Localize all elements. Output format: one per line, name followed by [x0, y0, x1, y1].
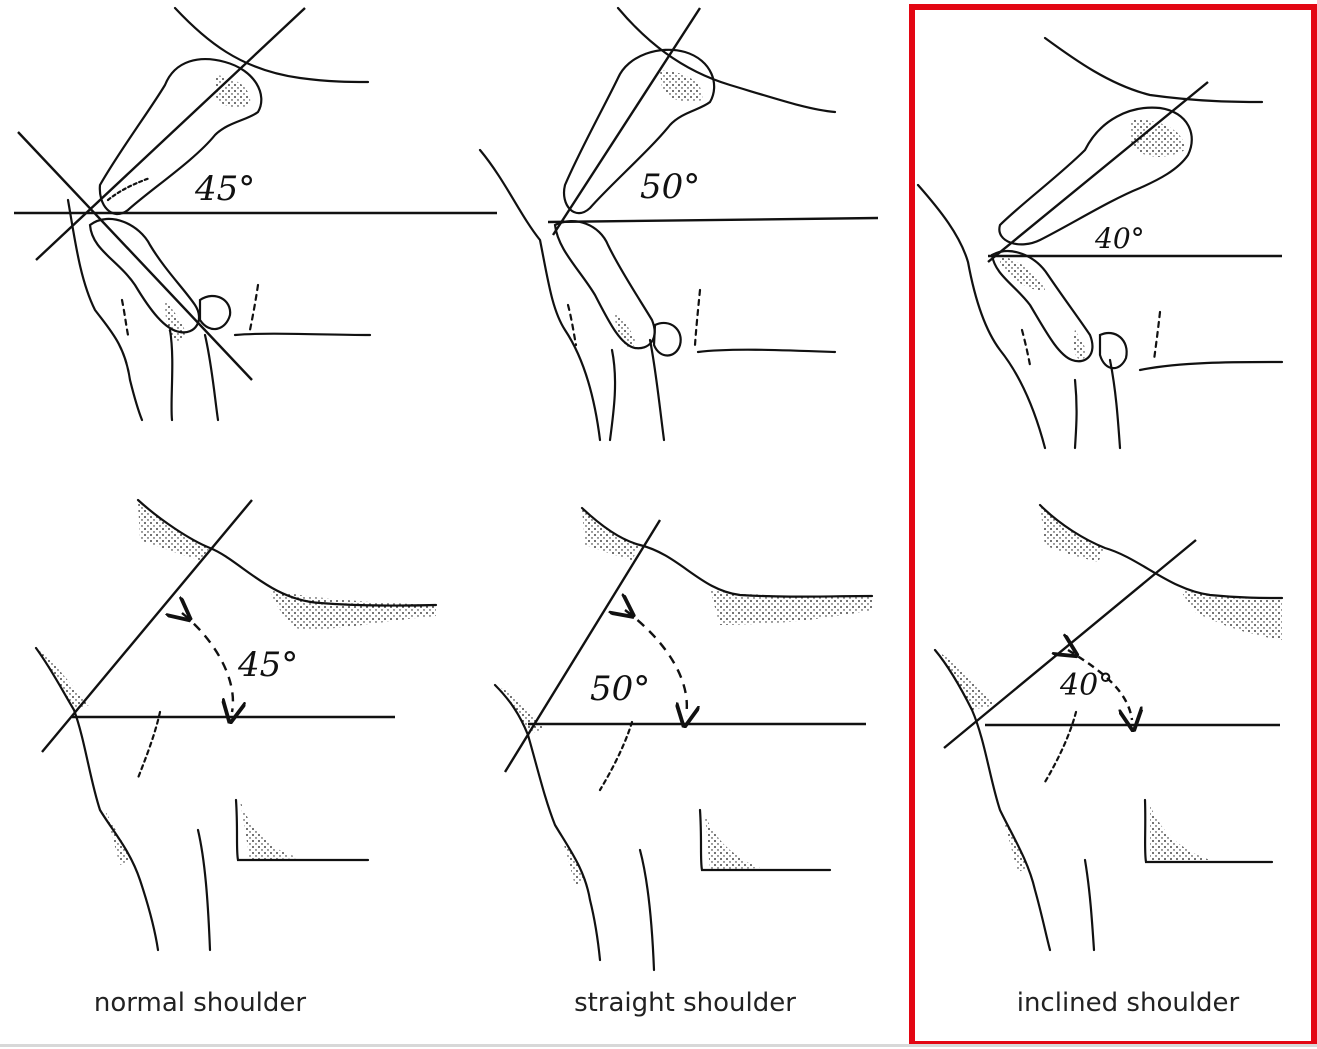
inclined-shoulder-caption: inclined shoulder — [968, 988, 1288, 1018]
inclined-shoulder-bottom-outline — [935, 505, 1282, 950]
inclined-top-angle-label: 40° — [1094, 222, 1145, 255]
inclined-shoulder-top-stipple — [1000, 120, 1185, 360]
straight-shoulder-bottom-outline — [495, 508, 872, 970]
straight-shoulder-caption: straight shoulder — [525, 988, 845, 1018]
straight-shoulder-bottom-lines — [505, 520, 866, 772]
inclined-shoulder-bottom-lines — [944, 540, 1280, 748]
normal-shoulder-caption: normal shoulder — [40, 988, 360, 1018]
bottom-divider — [0, 1044, 1317, 1047]
straight-bottom-angle-label: 50° — [590, 669, 650, 709]
normal-bottom-angle-label: 45° — [237, 645, 298, 685]
normal-top-angle-label: 45° — [194, 169, 255, 209]
straight-top-angle-label: 50° — [640, 167, 700, 207]
normal-shoulder-bottom-outline — [36, 500, 436, 950]
inclined-bottom-angle-label: 40° — [1059, 668, 1113, 703]
normal-shoulder-top-lines — [14, 8, 497, 380]
